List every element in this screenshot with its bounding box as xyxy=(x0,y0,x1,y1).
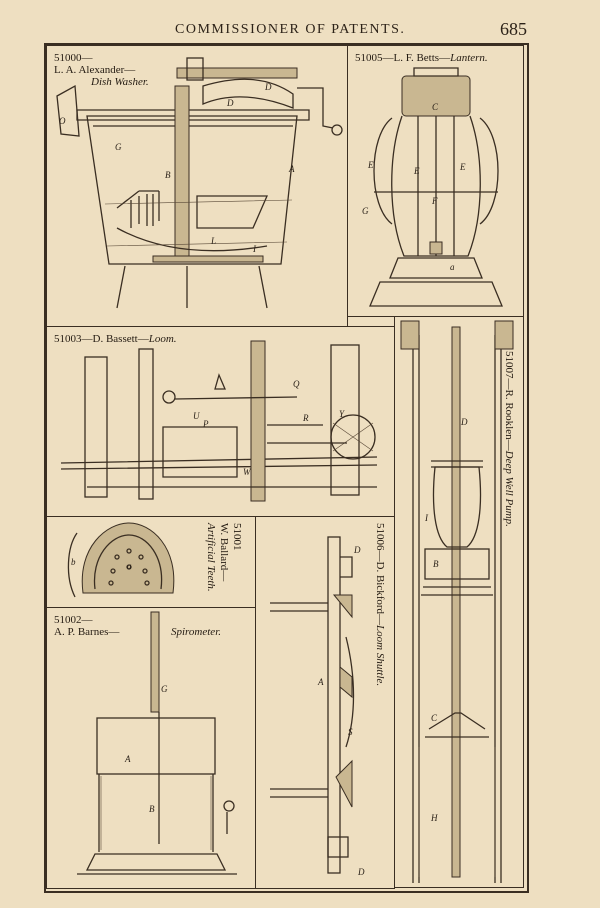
letter-d: D xyxy=(461,417,468,427)
letter-r: R xyxy=(303,413,309,423)
plate-frame xyxy=(44,43,529,893)
letter-d-1: D xyxy=(265,82,272,92)
figure-51005-lantern: 51005—L. F. Betts—Lantern. C E E E G F a xyxy=(347,45,524,317)
fig-51000-number: 51000— xyxy=(54,52,93,64)
letter-u: U xyxy=(193,411,200,421)
letter-a: A xyxy=(318,677,324,687)
letter-a: a xyxy=(127,561,132,571)
letter-p: P xyxy=(203,419,209,429)
fig-51002-number: 51002— xyxy=(54,614,93,626)
figure-51001-artificial-teeth: b a 51001 W. Ballard— Artificial Teeth. xyxy=(46,516,256,608)
letter-y: Y xyxy=(339,409,345,419)
fig-51002-inventor: A. P. Barnes— xyxy=(54,626,120,638)
spirometer-drawing xyxy=(77,611,237,875)
letter-c: C xyxy=(432,102,439,112)
letter-a: A xyxy=(125,754,131,764)
fig-51005-caption: 51005—L. F. Betts—Lantern. xyxy=(355,52,488,64)
letter-i: I xyxy=(425,513,428,523)
letter-d-2: D xyxy=(227,98,234,108)
letter-f: F xyxy=(432,196,438,206)
letter-g: G xyxy=(161,684,168,694)
fig-51006-caption: 51006—D. Bickford—Loom Shuttle. xyxy=(374,523,386,687)
lantern-drawing xyxy=(369,67,503,307)
fig-51003-caption: 51003—D. Bassett—Loom. xyxy=(54,333,177,345)
letter-d-2: D xyxy=(358,867,365,877)
dish-washer-drawing xyxy=(56,57,343,309)
letter-b: B xyxy=(433,559,439,569)
running-head: COMMISSIONER OF PATENTS. xyxy=(175,22,406,37)
figure-51000-dish-washer: 51000— L. A. Alexander— Dish Washer. D D… xyxy=(46,45,348,327)
letter-e-1: E xyxy=(368,160,374,170)
letter-q: Q xyxy=(293,379,300,389)
loom-drawing xyxy=(60,340,378,502)
letter-e-2: E xyxy=(414,166,420,176)
letter-w: W xyxy=(243,467,251,477)
page-number: 685 xyxy=(500,19,527,39)
fig-51000-title: Dish Washer. xyxy=(91,76,149,88)
letter-g: G xyxy=(362,206,369,216)
fig-51002-title: Spirometer. xyxy=(171,626,222,638)
shuttle-drawing xyxy=(270,536,355,874)
fig-51001-title: Artificial Teeth. xyxy=(205,523,217,592)
figure-51003-loom: 51003—D. Bassett—Loom. Q R Y U P W xyxy=(46,326,395,517)
fig-51001-inventor: W. Ballard— xyxy=(218,523,230,582)
letter-o: O xyxy=(59,116,66,126)
pump-drawing xyxy=(400,320,514,883)
letter-e-3: E xyxy=(460,162,466,172)
fig-51007-caption: 51007—R. Rooklen—Deep Well Pump. xyxy=(503,351,515,527)
figure-51002-spirometer: 51002— A. P. Barnes— Spirometer. G A B xyxy=(46,607,256,889)
letter-b: B xyxy=(149,804,155,814)
letter-l: L xyxy=(211,236,217,246)
letter-c: C xyxy=(431,713,438,723)
teeth-drawing xyxy=(67,522,175,598)
figure-51007-deep-well-pump: 51007—R. Rooklen—Deep Well Pump. D I B C… xyxy=(394,316,524,888)
letter-b: B xyxy=(165,170,171,180)
letter-a: a xyxy=(450,262,455,272)
letter-d-1: D xyxy=(354,545,361,555)
letter-h: H xyxy=(431,813,438,823)
fig-51000-inventor: L. A. Alexander— xyxy=(54,64,136,76)
letter-b: b xyxy=(71,557,76,567)
letter-a: A xyxy=(289,164,295,174)
letter-g: G xyxy=(115,142,122,152)
figure-51006-loom-shuttle: 51006—D. Bickford—Loom Shuttle. D A S D xyxy=(255,516,395,889)
letter-i: I xyxy=(253,244,256,254)
letter-s: S xyxy=(348,727,353,737)
fig-51001-number: 51001 xyxy=(231,523,243,551)
